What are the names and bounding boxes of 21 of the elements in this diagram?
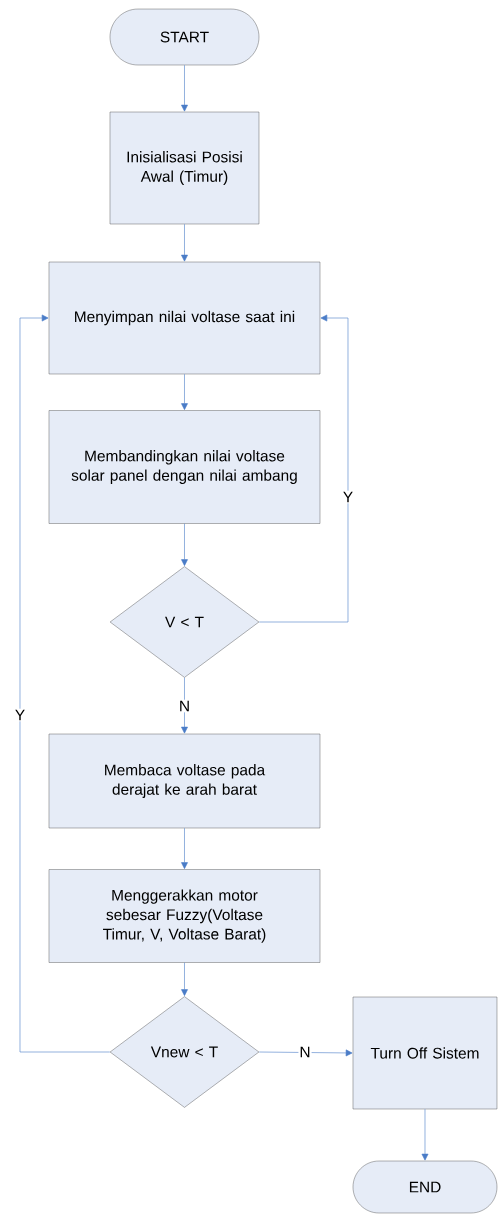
arrow [19,314,111,1053]
arrow [181,962,188,996]
arrow [421,1108,429,1161]
process-box: Menyimpan nilai voltase saat ini [48,261,321,375]
edge-label: Y [13,708,27,722]
edge-label: Y [341,490,355,504]
edge-label: N [298,1045,312,1059]
process-box: Menggerakkan motor sebesar Fuzzy(Voltase Timur, V, Voltase Barat) [48,869,321,963]
process-box: Membaca voltase pada derajat ke arah barat [48,733,321,829]
arrow [181,523,188,566]
arrow [181,223,188,262]
arrow [258,314,349,623]
arrow [181,827,188,869]
process-box: Membandingkan nilai voltase solar panel dengan nilai ambang [48,410,321,524]
arrow [181,64,188,112]
process-box: Turn Off Sistem [352,996,498,1110]
edge-label: N [177,699,192,713]
arrow [181,677,188,734]
arrow [258,1049,353,1057]
process-box: Inisialisasi Posisi Awal (Timur) [109,111,260,225]
arrow [181,373,188,410]
